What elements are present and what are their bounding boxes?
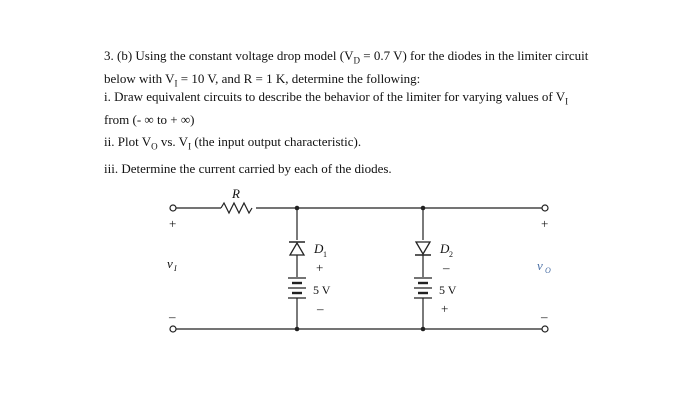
junction-bottom-2 (420, 326, 426, 332)
diode-d1 (288, 241, 306, 256)
part-iii: iii. Determine the current carried by ea… (104, 160, 664, 177)
problem-line-2: below with V (104, 70, 175, 86)
resistor-r (220, 201, 253, 215)
part-i-subscript: I (565, 96, 569, 107)
junction-bottom-1 (294, 326, 300, 332)
d2-label: D (439, 241, 450, 256)
part-i: i. Draw equivalent circuits to describe … (104, 88, 664, 128)
input-terminal-top (169, 204, 177, 212)
input-terminal-bottom (169, 325, 177, 333)
battery-2 (414, 277, 432, 299)
d1-subscript: 1 (323, 250, 327, 259)
battery2-minus: – (442, 260, 450, 275)
battery1-minus: – (316, 301, 324, 316)
battery1-label: 5 V (313, 283, 331, 297)
battery2-label: 5 V (439, 283, 457, 297)
part-ii-text-a: ii. Plot V (104, 134, 152, 149)
d2-subscript: 2 (449, 250, 453, 259)
part-ii-sub-i: I (188, 141, 192, 152)
output-terminal-top (541, 204, 549, 212)
part-iii-text: iii. Determine the current carried by ea… (104, 161, 392, 176)
d1-battery-plus: + (316, 260, 323, 275)
junction-top-1 (294, 205, 300, 211)
part-ii: ii. Plot VO vs. VI (the input output cha… (104, 133, 664, 156)
junction-top-2 (420, 205, 426, 211)
output-voltage-subscript: O (545, 266, 551, 275)
output-minus: – (540, 309, 548, 324)
vi-subscript: I (174, 78, 178, 89)
problem-line-1: 3. (b) Using the constant voltage drop m… (104, 48, 354, 63)
problem-statement: 3. (b) Using the constant voltage drop m… (104, 47, 664, 92)
output-terminal-bottom (541, 325, 549, 333)
input-voltage-label: v (167, 256, 173, 271)
battery-1 (288, 277, 306, 299)
problem-line-2-rest: = 10 V, and R = 1 K, determine the follo… (177, 70, 421, 86)
part-i-text: i. Draw equivalent circuits to describe … (104, 89, 566, 104)
part-ii-sub-o: O (151, 141, 158, 152)
d1-label: D (313, 241, 324, 256)
diode-d2 (414, 241, 432, 256)
output-voltage-label: v (537, 258, 543, 273)
output-plus: + (541, 216, 548, 231)
input-minus: – (168, 309, 176, 324)
input-voltage-subscript: I (173, 264, 177, 273)
vd-subscript: D (353, 55, 360, 66)
problem-line-1-rest: = 0.7 V) for the diodes in the limiter c… (359, 48, 589, 63)
input-plus: + (169, 216, 176, 231)
battery2-plus: + (441, 301, 448, 316)
part-i-range: from (- ∞ to + ∞) (104, 111, 195, 127)
resistor-label: R (231, 186, 240, 201)
part-ii-text-b: vs. V (157, 134, 189, 149)
part-ii-text-c: (the input output characteristic). (191, 134, 362, 149)
